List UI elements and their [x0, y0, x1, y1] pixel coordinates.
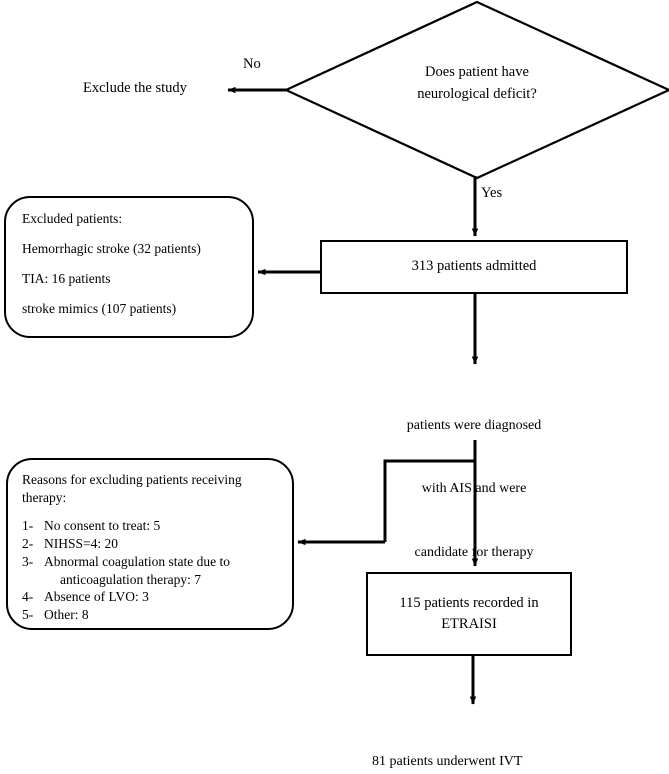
- reasons-item-3: 3- Abnormal coagulation state due to: [22, 553, 280, 571]
- reasons-item-5: 5- Other: 8: [22, 606, 280, 624]
- reasons-item-2-text: NIHSS=4: 20: [44, 535, 118, 551]
- excluded-item-hemorrhagic: Hemorrhagic stroke (32 patients): [22, 241, 201, 256]
- reasons-item-2-number: 2-: [22, 535, 34, 551]
- edge-label-no: No: [243, 56, 261, 72]
- box-reasons-for-excluding: Reasons for excluding patients receiving…: [6, 458, 294, 630]
- text-treatment-outcomes: 81 patients underwent IVT 26 patients un…: [372, 711, 537, 774]
- outcome-line-ivt: 81 patients underwent IVT: [372, 753, 523, 769]
- decision-line-1: Does patient have: [425, 64, 529, 80]
- excluded-heading: Excluded patients:: [22, 211, 123, 226]
- reasons-item-5-text: Other: 8: [44, 607, 89, 623]
- excluded-item-stroke-mimics: stroke mimics (107 patients): [22, 301, 177, 316]
- edge-label-yes: Yes: [481, 185, 503, 201]
- diagnosed-line-2: with AIS and were: [421, 481, 527, 497]
- reasons-item-5-number: 5-: [22, 607, 34, 623]
- box-excluded-patients: Excluded patients: Hemorrhagic stroke (3…: [4, 196, 254, 338]
- registry-text: 115 patients recorded in ETRAISI: [399, 593, 538, 635]
- reasons-item-1-text: No consent to treat: 5: [44, 518, 161, 534]
- reasons-item-3-continuation: anticoagulation therapy: 7: [60, 571, 201, 587]
- reasons-item-4-text: Absence of LVO: 3: [44, 589, 149, 605]
- reasons-item-4-number: 4-: [22, 589, 34, 605]
- diagnosed-line-1: patients were diagnosed: [406, 417, 542, 433]
- reasons-item-3-text: Abnormal coagulation state due to: [44, 553, 230, 569]
- excluded-item-tia: TIA: 16 patients: [22, 271, 111, 286]
- box-registry-etraisi: 115 patients recorded in ETRAISI: [366, 572, 572, 656]
- reasons-item-1: 1- No consent to treat: 5: [22, 517, 280, 535]
- exclude-study-label: Exclude the study: [83, 80, 187, 96]
- text-diagnosed-with-ais: patients were diagnosed with AIS and wer…: [363, 372, 585, 606]
- reasons-heading-line-1: Reasons for excluding patients receiving: [22, 472, 242, 487]
- decision-line-2: neurological deficit?: [417, 85, 537, 102]
- reasons-item-4: 4- Absence of LVO: 3: [22, 588, 280, 606]
- registry-line-2: ETRAISI: [441, 616, 497, 632]
- reasons-item-1-number: 1-: [22, 518, 34, 534]
- reasons-heading: Reasons for excluding patients receiving…: [22, 471, 280, 506]
- reasons-item-3-number: 3-: [22, 553, 34, 569]
- decision-diamond-label: Does patient have neurological deficit?: [362, 62, 592, 106]
- diagnosed-line-3: candidate for therapy: [414, 545, 534, 561]
- reasons-item-2: 2- NIHSS=4: 20: [22, 535, 280, 553]
- reasons-heading-line-2: therapy:: [22, 489, 67, 505]
- box-patients-admitted: 313 patients admitted: [320, 240, 628, 294]
- registry-line-1: 115 patients recorded in: [399, 594, 539, 611]
- box-patients-admitted-label: 313 patients admitted: [411, 258, 537, 275]
